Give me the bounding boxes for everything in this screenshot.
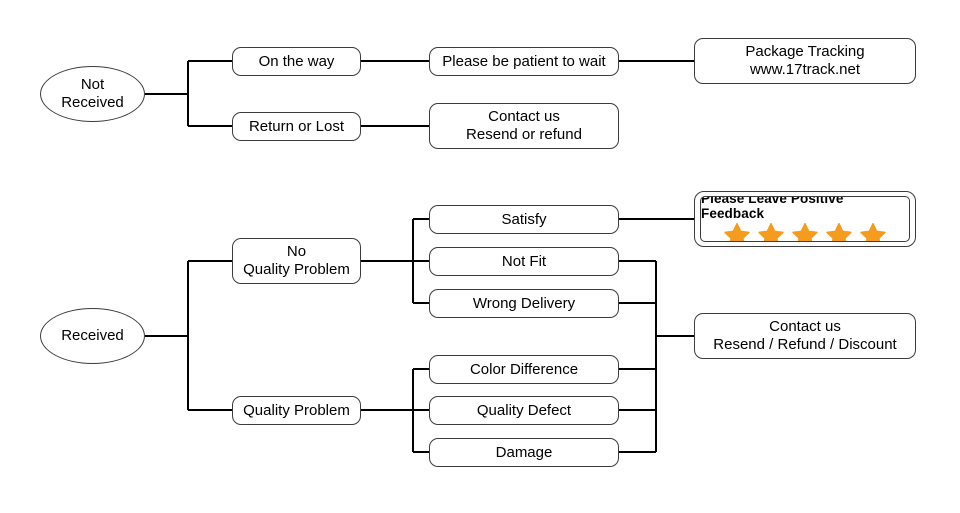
node-damage[interactable]: Damage: [429, 438, 619, 467]
node-contact-us-resend-refund-discount[interactable]: Contact us Resend / Refund / Discount: [694, 313, 916, 359]
node-positive-feedback[interactable]: Please Leave Positive Feedback: [694, 191, 916, 247]
node-package-tracking[interactable]: Package Tracking www.17track.net: [694, 38, 916, 84]
star-icon[interactable]: [826, 222, 852, 243]
node-not-received[interactable]: Not Received: [40, 66, 145, 122]
node-on-the-way[interactable]: On the way: [232, 47, 361, 76]
node-not-fit[interactable]: Not Fit: [429, 247, 619, 276]
node-quality-defect[interactable]: Quality Defect: [429, 396, 619, 425]
star-icon[interactable]: [860, 222, 886, 243]
star-rating[interactable]: [724, 222, 886, 243]
node-received[interactable]: Received: [40, 308, 145, 364]
node-wrong-delivery[interactable]: Wrong Delivery: [429, 289, 619, 318]
node-color-difference[interactable]: Color Difference: [429, 355, 619, 384]
node-return-or-lost[interactable]: Return or Lost: [232, 112, 361, 141]
star-icon[interactable]: [792, 222, 818, 243]
star-icon[interactable]: [724, 222, 750, 243]
node-quality-problem[interactable]: Quality Problem: [232, 396, 361, 425]
node-no-quality-problem[interactable]: No Quality Problem: [232, 238, 361, 284]
star-icon[interactable]: [758, 222, 784, 243]
feedback-label: Please Leave Positive Feedback: [701, 196, 844, 221]
node-satisfy[interactable]: Satisfy: [429, 205, 619, 234]
node-please-be-patient[interactable]: Please be patient to wait: [429, 47, 619, 76]
feedback-inner-frame: Please Leave Positive Feedback: [700, 196, 910, 242]
node-contact-us-resend-refund[interactable]: Contact us Resend or refund: [429, 103, 619, 149]
